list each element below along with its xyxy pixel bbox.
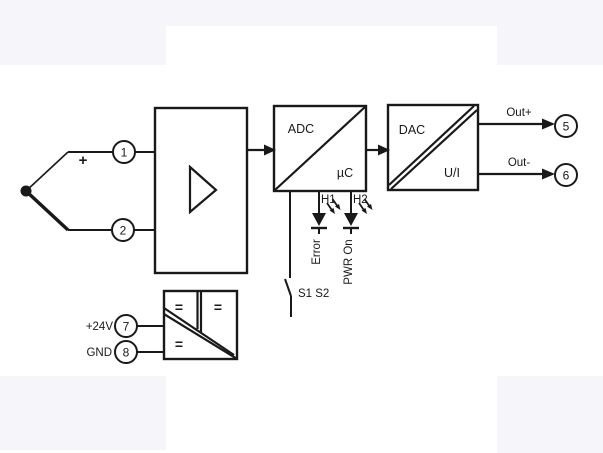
led-h1-light-ray-2: [331, 198, 338, 207]
terminal-6-circle: [554, 163, 578, 187]
terminal-1-number: 1: [121, 146, 128, 160]
terminal-8-circle: [114, 340, 138, 364]
led-h1-label: Error: [311, 239, 323, 265]
adc-block: ADC µC: [272, 104, 368, 193]
power-supply-block: = = =: [162, 289, 239, 361]
dc-symbol-top-left: =: [175, 299, 183, 315]
led-h2-light-ray-2: [363, 198, 370, 207]
thermocouple-leg-thin: [25, 151, 69, 192]
background-panel-top-right: [497, 0, 603, 65]
led-h2-light-ray-2-head: [367, 204, 373, 210]
dac-diagonal-2: [390, 109, 478, 190]
thermocouple-symbol: +: [20, 151, 113, 232]
thermocouple-leg-thick: [24, 189, 70, 232]
terminal-7-circle: [114, 314, 138, 338]
arrow-head: [264, 144, 276, 156]
amplifier-box: [153, 106, 249, 275]
switch-label: S1 S2: [298, 288, 329, 300]
terminal-5-number: 5: [563, 120, 570, 134]
dc-symbol-top-right: =: [214, 299, 222, 315]
led-h2-triangle-icon: [344, 213, 358, 226]
adc-diagonal: [274, 106, 366, 191]
terminal-7-number: 7: [123, 320, 130, 334]
output-plus: Out+ 5: [478, 107, 578, 138]
dac-diagonal-1: [388, 105, 475, 186]
power-input-gnd: 8 GND: [86, 340, 164, 364]
terminal-1-circle: [112, 140, 136, 164]
dac-label: DAC: [399, 123, 425, 137]
terminal-2-circle: [111, 218, 135, 242]
out-minus-arrow-head: [542, 168, 555, 180]
terminal-2-number: 2: [120, 224, 127, 238]
terminal-2: 2: [111, 218, 155, 242]
background-panel-top-strip: [166, 0, 497, 26]
terminal-5-circle: [554, 114, 578, 138]
adc-sub-label: µC: [337, 166, 353, 180]
power-24v-label: +24V: [86, 321, 114, 333]
amplifier-triangle-icon: [188, 164, 218, 215]
led-h2-pwr-on: H2 PWR On: [343, 191, 373, 285]
background-panel-bottom-right: [497, 376, 603, 453]
power-input-24v: 7 +24V: [86, 314, 164, 338]
polarity-plus-label: +: [79, 152, 88, 169]
led-h1-triangle-icon: [312, 213, 326, 226]
led-h2-label: PWR On: [343, 239, 355, 284]
terminal-8-number: 8: [123, 346, 130, 360]
dc-symbol-bottom-left: =: [175, 336, 183, 352]
content-card: [166, 26, 497, 453]
dac-box: [386, 103, 480, 192]
terminal-1: 1: [112, 140, 155, 164]
background-panel-bottom-left: [0, 376, 166, 450]
thermocouple-junction-dot: [20, 185, 32, 197]
power-diagonal-2: [163, 313, 238, 360]
adc-label: ADC: [288, 122, 314, 136]
config-switch: S1 S2: [284, 191, 329, 317]
out-plus-label: Out+: [506, 107, 532, 119]
led-h2-ref: H2: [353, 194, 368, 206]
signal-arrow-adc-dac: [366, 144, 390, 156]
led-h1-light-ray-1-head: [329, 208, 335, 214]
power-diagonal-1: [163, 307, 235, 356]
led-h1-light-ray-1: [326, 202, 333, 211]
led-h1-error: H1 Error: [311, 191, 341, 265]
dac-sub-label: U/I: [444, 166, 460, 180]
terminal-6-number: 6: [563, 169, 570, 183]
led-h2-light-ray-1: [358, 202, 365, 211]
switch-blade: [284, 278, 292, 297]
led-h1-light-ray-2-head: [335, 204, 341, 210]
output-minus: Out- 6: [478, 157, 578, 187]
amplifier-block: [153, 106, 249, 275]
out-minus-label: Out-: [508, 157, 531, 169]
background-panel-top-left: [0, 0, 166, 65]
led-h2-light-ray-1-head: [361, 208, 367, 214]
dac-block: DAC U/I: [386, 103, 480, 192]
signal-arrow-amp-adc: [247, 144, 276, 156]
out-plus-arrow-head: [542, 118, 555, 130]
arrow-head: [378, 144, 390, 156]
led-h1-ref: H1: [321, 194, 336, 206]
power-gnd-label: GND: [86, 347, 112, 359]
